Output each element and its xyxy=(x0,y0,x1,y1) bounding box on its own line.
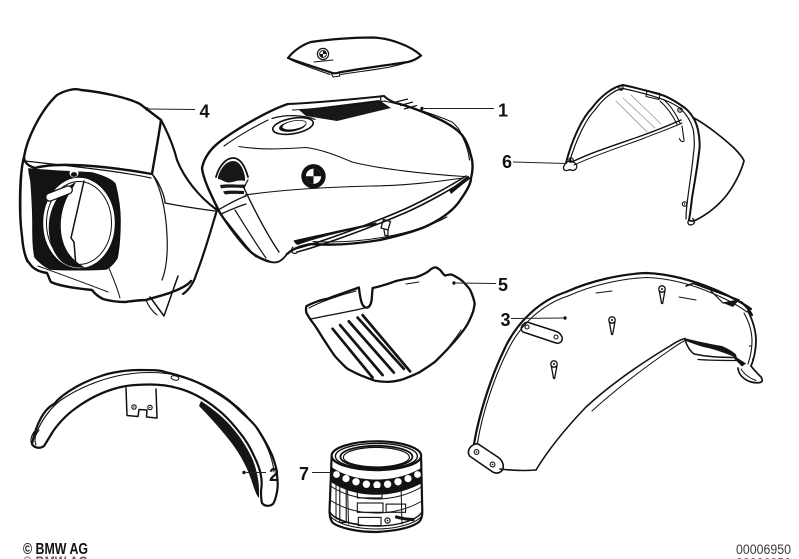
svg-text:1: 1 xyxy=(498,101,508,121)
svg-text:00006950: 00006950 xyxy=(736,541,791,557)
svg-text:7: 7 xyxy=(299,464,309,484)
svg-text:00006950: 00006950 xyxy=(736,555,791,559)
svg-text:2: 2 xyxy=(269,465,279,485)
svg-text:© BMW AG: © BMW AG xyxy=(23,555,88,559)
svg-text:6: 6 xyxy=(502,152,512,172)
svg-text:4: 4 xyxy=(200,102,210,122)
svg-text:3: 3 xyxy=(501,310,511,330)
svg-text:5: 5 xyxy=(498,275,508,295)
svg-text:© BMW AG: © BMW AG xyxy=(23,541,88,558)
